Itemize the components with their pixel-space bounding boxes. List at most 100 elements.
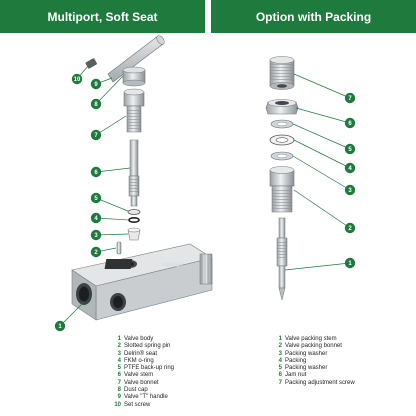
seat-part xyxy=(127,227,141,241)
callout-marker xyxy=(344,184,356,196)
body-stamp: PARKER xyxy=(162,263,183,269)
legend-number: 8 xyxy=(117,387,121,394)
callout-number-left-3: 3 xyxy=(94,233,98,239)
legend-number: 7 xyxy=(117,379,121,386)
legend-number: 1 xyxy=(278,336,282,342)
callout-marker xyxy=(344,257,356,269)
callout-marker xyxy=(90,98,102,110)
callout-marker xyxy=(71,73,83,85)
legend-number: 2 xyxy=(278,343,282,350)
legend-number: 3 xyxy=(117,350,121,357)
callout-leader-line xyxy=(293,189,351,229)
callout-marker xyxy=(90,212,102,224)
callout-marker xyxy=(344,162,356,174)
callout-marker xyxy=(54,320,66,332)
callout-number-left-1: 1 xyxy=(58,324,62,330)
legend-text: Valve packing stem xyxy=(285,336,337,342)
legend-number: 5 xyxy=(117,365,121,372)
packing-washer-top-part xyxy=(270,119,294,129)
callout-leader-line xyxy=(293,73,351,99)
callout-number-left-9: 9 xyxy=(94,82,98,88)
callout-number-right-1: 1 xyxy=(348,261,352,267)
callout-number-left-2: 2 xyxy=(94,250,98,256)
legend-text: Jam nut xyxy=(285,372,307,379)
callout-leader-line xyxy=(95,217,130,221)
dust-cap-part xyxy=(122,66,146,87)
callout-marker xyxy=(90,246,102,258)
legend-text: Valve bonnet xyxy=(124,379,159,386)
callout-marker xyxy=(90,166,102,178)
legend-text: Packing washer xyxy=(285,350,328,357)
callout-marker xyxy=(344,117,356,129)
legend-text: Dust cap xyxy=(124,387,148,394)
callout-leader-line xyxy=(295,107,351,124)
callout-leader-line xyxy=(95,115,127,136)
callout-number-left-4: 4 xyxy=(94,216,98,222)
legend-text: Packing washer xyxy=(285,365,328,372)
legend-text: Valve packing bonnet xyxy=(285,343,342,350)
legend-number: 5 xyxy=(278,365,282,372)
callout-number-left-8: 8 xyxy=(94,102,98,108)
callout-number-left-6: 6 xyxy=(94,170,98,176)
legend-number: 7 xyxy=(278,379,282,386)
callout-marker xyxy=(90,192,102,204)
callout-number-right-4: 4 xyxy=(348,166,352,172)
legend-number: 10 xyxy=(114,401,121,408)
callout-leader-line xyxy=(95,75,124,105)
legend-number: 4 xyxy=(117,357,121,364)
packing-stem-part xyxy=(276,217,288,301)
callout-marker xyxy=(344,143,356,155)
callout-leader-line xyxy=(284,262,351,271)
callout-marker xyxy=(90,229,102,241)
callout-number-right-7: 7 xyxy=(348,96,352,102)
callout-marker xyxy=(90,129,102,141)
panel-title-packing-option: Option with Packing xyxy=(211,0,416,33)
legend-text: Valve body xyxy=(124,336,154,342)
callout-leader-line xyxy=(95,167,131,173)
packing-part xyxy=(269,134,295,146)
legend-text: Valve "T" handle xyxy=(124,394,168,401)
legend-number: 2 xyxy=(117,343,121,350)
callout-number-left-5: 5 xyxy=(94,196,98,202)
callout-leader-line xyxy=(292,123,351,150)
legend-text: Packing adjustment screw xyxy=(285,379,355,386)
legend-number: 1 xyxy=(117,336,121,342)
packing-adjustment-screw-part xyxy=(269,56,295,90)
callout-marker xyxy=(344,222,356,234)
legend-text: Packing xyxy=(285,357,307,364)
jam-nut-part xyxy=(265,99,299,115)
callout-marker xyxy=(90,78,102,90)
valve-stem-part xyxy=(128,139,140,207)
callout-leader-line xyxy=(95,233,129,236)
legend-text: Slotted spring pin xyxy=(124,343,171,350)
callout-number-right-2: 2 xyxy=(348,226,352,232)
legend-text: Set screw xyxy=(124,401,151,408)
legend-number: 6 xyxy=(278,372,282,379)
o-ring-part xyxy=(128,217,140,224)
legend-text: Valve stem xyxy=(124,372,154,379)
callout-leader-line xyxy=(59,301,85,327)
callout-leader-line xyxy=(95,197,129,212)
callout-number-right-5: 5 xyxy=(348,147,352,153)
